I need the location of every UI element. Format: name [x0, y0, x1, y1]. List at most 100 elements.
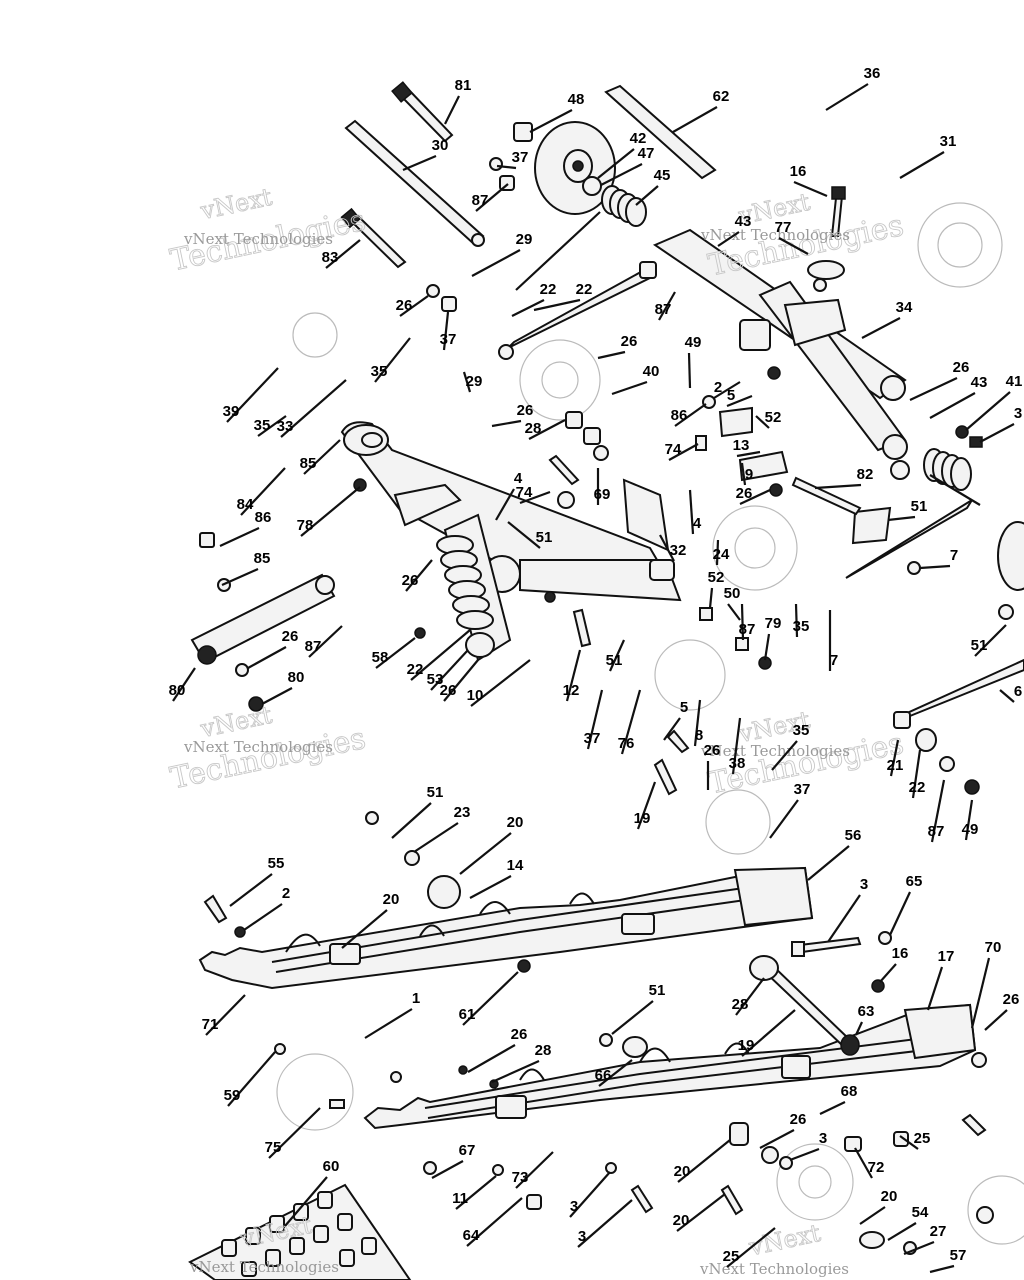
callout-number: 8 — [695, 727, 703, 744]
callout-leader-line — [466, 1197, 523, 1247]
torsion-spring-upper — [601, 185, 647, 227]
callout-51: 51 — [606, 639, 626, 672]
callout-4: 4 — [688, 489, 702, 535]
callout-57: 57 — [929, 1247, 966, 1274]
callout-number: 83 — [322, 249, 339, 266]
callout-number: 28 — [525, 420, 542, 437]
callout-61: 61 — [459, 971, 519, 1026]
callout-number: 80 — [288, 669, 305, 686]
callout-leader-line — [375, 637, 416, 669]
callout-leader-line — [909, 377, 958, 401]
callout-leader-line — [469, 875, 512, 899]
callout-leader-line — [442, 311, 450, 351]
callout-leader-line — [717, 231, 740, 247]
callout-number: 43 — [971, 374, 988, 391]
callout-leader-line — [676, 1193, 726, 1232]
callout-number: 48 — [568, 91, 585, 108]
callout-number: 45 — [654, 167, 671, 184]
callout-49: 49 — [962, 799, 978, 841]
faint-wheels — [276, 202, 1024, 1245]
callout-leader-line — [491, 1059, 540, 1084]
callout-number: 25 — [723, 1248, 740, 1265]
callout-40: 40 — [611, 363, 659, 396]
callout-27: 27 — [903, 1223, 947, 1256]
callout-54: 54 — [887, 1204, 929, 1241]
callout-number: 1 — [412, 990, 420, 1007]
callout-leader-line — [911, 749, 922, 799]
callout-number: 87 — [928, 823, 945, 840]
callout-37: 37 — [769, 781, 810, 839]
callout-leader-line — [855, 1021, 863, 1036]
callout-leader-line — [268, 1107, 321, 1159]
callout-leader-line — [930, 779, 946, 843]
callout-number: 26 — [511, 1026, 528, 1043]
callout-leader-line — [899, 151, 945, 179]
callout-leader-line — [688, 489, 695, 535]
callout-8: 8 — [693, 699, 703, 747]
callout-number: 7 — [830, 652, 838, 669]
callout-3: 3 — [577, 1199, 633, 1248]
callout-number: 12 — [563, 682, 580, 699]
callout-80: 80 — [261, 669, 305, 705]
callout-71: 71 — [202, 994, 246, 1036]
callout-leader-line — [430, 649, 469, 691]
callout-leader-line — [727, 603, 741, 621]
callout-3: 3 — [789, 1130, 827, 1162]
callout-leader-line — [219, 527, 260, 547]
callout-leader-line — [979, 423, 1015, 443]
callout-leader-line — [413, 822, 459, 853]
callout-number: 26 — [790, 1111, 807, 1128]
callout-leader-line — [677, 1139, 731, 1183]
callout-leader-line — [229, 873, 273, 907]
callout-leader-line — [496, 164, 517, 170]
callout-number: 23 — [454, 804, 471, 821]
callout-64: 64 — [463, 1197, 523, 1247]
callout-leader-line — [887, 1222, 917, 1241]
callout-26: 26 — [704, 742, 721, 790]
callout-leader-line — [402, 154, 437, 172]
callout-leader-line — [374, 337, 411, 383]
callout-53: 53 — [427, 649, 469, 691]
callout-leader-line — [529, 109, 573, 133]
callout-number: 26 — [953, 359, 970, 376]
callout-number: 22 — [540, 281, 557, 298]
callout-85: 85 — [300, 439, 341, 475]
callout-26: 26 — [597, 333, 637, 360]
callout-number: 22 — [407, 661, 424, 678]
callout-84: 84 — [237, 467, 286, 516]
watermark-small: vNext Technologies — [699, 1260, 849, 1278]
callout-leader-line — [970, 957, 991, 1029]
callout-number: 87 — [472, 192, 489, 209]
torsion-spring-right — [923, 448, 972, 491]
callout-number: 37 — [440, 331, 457, 348]
callout-9: 9 — [740, 462, 753, 486]
callout-35: 35 — [371, 337, 411, 383]
callout-23: 23 — [413, 804, 471, 853]
callout-68: 68 — [819, 1083, 857, 1115]
callout-number: 6 — [1014, 683, 1022, 700]
callout-leader-line — [778, 237, 809, 255]
callout-leader-line — [459, 832, 512, 875]
callout-number: 27 — [930, 1223, 947, 1240]
callout-26: 26 — [491, 402, 533, 428]
callout-leader-line — [444, 95, 460, 125]
callout-67: 67 — [431, 1142, 475, 1179]
callout-75: 75 — [265, 1107, 321, 1159]
callout-20: 20 — [341, 891, 400, 949]
callout-leader-line — [929, 1264, 955, 1274]
callout-number: 63 — [858, 1003, 875, 1020]
callout-number: 25 — [914, 1130, 931, 1147]
callout-45: 45 — [635, 167, 671, 206]
callout-number: 79 — [765, 615, 782, 632]
callout-number: 26 — [704, 742, 721, 759]
callout-65: 65 — [889, 873, 923, 936]
callout-leader-line — [240, 467, 286, 516]
callout-leader-line — [974, 624, 1007, 657]
callout-49: 49 — [685, 334, 701, 389]
callout-number: 20 — [383, 891, 400, 908]
callout-number: 65 — [906, 873, 923, 890]
callout-59: 59 — [224, 1051, 276, 1107]
watermark-group-6: vNext — [745, 1218, 823, 1262]
